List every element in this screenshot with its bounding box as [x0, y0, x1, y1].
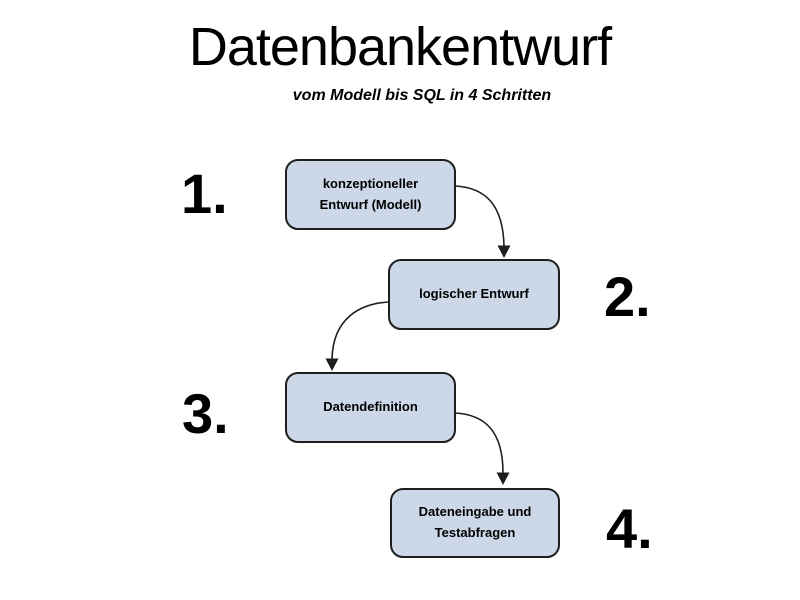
slide-title: Datenbankentwurf	[188, 17, 612, 77]
slide-subtitle: vom Modell bis SQL in 4 Schritten	[292, 87, 552, 104]
step-box-datendefinition: Datendefinition	[285, 372, 456, 443]
step-box-label: Datendefinition	[323, 399, 418, 415]
step-number-3: 3.	[182, 382, 229, 445]
step-box-konzeptioneller-entwurf: konzeptioneller Entwurf (Modell)	[285, 159, 456, 230]
step-box-dateneingabe-testabfragen: Dateneingabe und Testabfragen	[390, 488, 560, 558]
step-number-1: 1.	[181, 162, 228, 225]
step-box-label: logischer Entwurf	[419, 286, 529, 302]
step-box-label: Dateneingabe und Testabfragen	[418, 504, 532, 540]
connector-arrow-step1-to-step2	[455, 185, 511, 258]
connector-arrow-step3-to-step4	[455, 412, 510, 485]
step-box-label: konzeptioneller Entwurf (Modell)	[319, 175, 422, 212]
step-number-4: 4.	[606, 497, 653, 560]
step-box-logischer-entwurf: logischer Entwurf	[388, 259, 560, 330]
connector-arrow-step2-to-step3	[325, 301, 389, 371]
step-number-2: 2.	[604, 265, 651, 328]
